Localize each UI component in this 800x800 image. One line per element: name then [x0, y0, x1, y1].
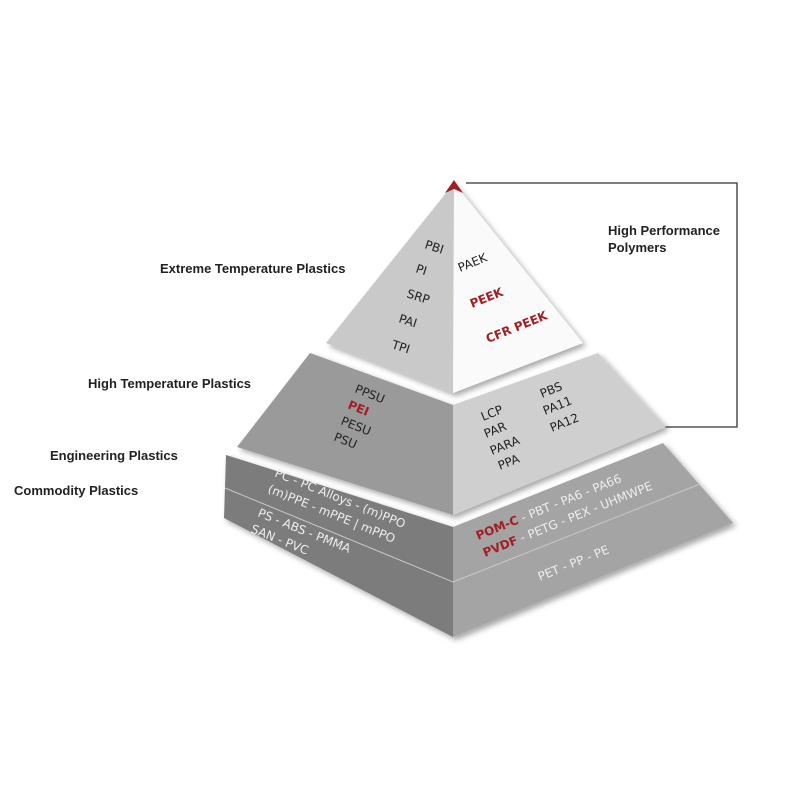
label-high-performance-2: Polymers: [608, 240, 667, 255]
label-high-temperature: High Temperature Plastics: [88, 376, 251, 391]
polymer-pi: PI: [414, 262, 429, 279]
top-tier: [326, 183, 583, 393]
middle-tier: [237, 353, 666, 515]
label-commodity: Commodity Plastics: [14, 483, 138, 498]
polymer-pai: PAI: [397, 312, 419, 331]
bracket-line: [466, 182, 738, 428]
label-extreme-temperature: Extreme Temperature Plastics: [160, 261, 345, 276]
polymer-tpi: TPI: [389, 337, 412, 356]
polymer-srp: SRP: [405, 287, 431, 307]
polymer-pbi: PBI: [423, 238, 445, 257]
tier-divider: [224, 483, 701, 583]
bottom-tier: [224, 443, 733, 637]
label-engineering: Engineering Plastics: [50, 448, 178, 463]
label-high-performance-1: High Performance: [608, 223, 720, 238]
apex-marker: [445, 180, 463, 193]
